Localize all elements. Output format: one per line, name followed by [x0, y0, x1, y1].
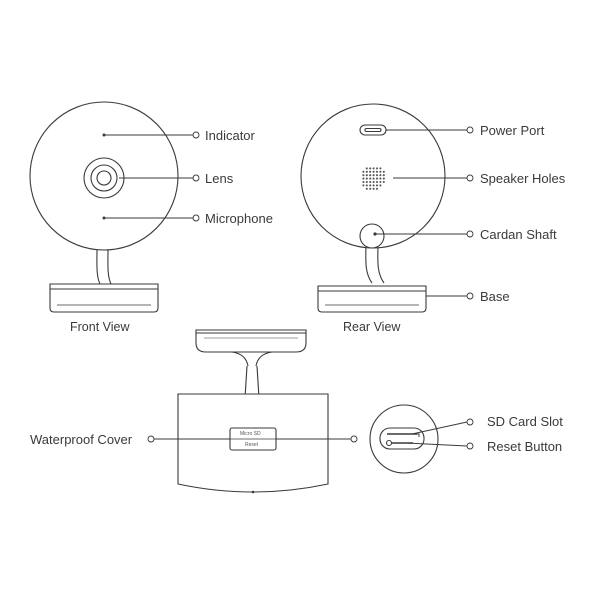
speaker-hole	[372, 174, 375, 177]
speaker-hole	[372, 170, 375, 173]
speaker-hole	[372, 167, 375, 170]
reset-button-icon	[385, 439, 393, 447]
speaker-hole	[379, 184, 382, 187]
rear-callouts	[375, 126, 474, 300]
speaker-hole	[369, 180, 372, 184]
waterproof-callout	[147, 435, 358, 443]
speaker-hole	[369, 177, 372, 180]
speaker-hole	[369, 184, 372, 187]
rear-view-caption: Rear View	[343, 320, 401, 334]
speaker-hole	[375, 170, 379, 173]
speaker-hole	[365, 180, 368, 184]
speaker-hole	[369, 174, 372, 177]
microphone-label: Microphone	[205, 211, 273, 226]
speaker-hole	[369, 170, 372, 173]
speaker-hole	[362, 184, 365, 187]
speaker-hole	[375, 174, 379, 177]
speaker-hole	[382, 174, 385, 177]
speaker-hole	[369, 187, 372, 190]
reset-button-label: Reset Button	[487, 439, 563, 454]
speaker-hole	[362, 174, 365, 177]
waterproof-cover-label: Waterproof Cover	[30, 432, 133, 447]
sd-slot-detail	[369, 404, 439, 474]
sd-card-slot-icon	[379, 427, 425, 450]
speaker-hole	[365, 187, 368, 190]
indicator-label: Indicator	[205, 128, 255, 143]
speaker-holes-icon	[362, 167, 385, 190]
speaker-hole	[362, 180, 365, 184]
speaker-hole	[379, 174, 382, 177]
cover-micro-sd-text: Micro SD	[240, 431, 261, 437]
rear-stand	[317, 241, 427, 313]
detail-callouts	[405, 418, 474, 450]
cover-reset-text: Reset	[245, 442, 259, 448]
speaker-hole	[369, 167, 372, 170]
speaker-hole	[372, 184, 375, 187]
speaker-hole	[362, 177, 365, 180]
speaker-hole	[375, 167, 379, 170]
speaker-hole	[362, 170, 365, 173]
speaker-hole	[375, 187, 379, 190]
speaker-hole	[365, 184, 368, 187]
speaker-hole	[365, 167, 368, 170]
speaker-hole	[379, 167, 382, 170]
power-port-icon	[359, 124, 387, 136]
speaker-hole	[379, 170, 382, 173]
cardan-shaft-label: Cardan Shaft	[480, 227, 557, 242]
lens-label: Lens	[205, 171, 234, 186]
speaker-hole	[379, 177, 382, 180]
speaker-hole	[365, 177, 368, 180]
bottom-view-base	[195, 329, 307, 353]
speaker-holes-label: Speaker Holes	[480, 171, 566, 186]
front-view-camera	[29, 101, 179, 313]
speaker-hole	[372, 180, 375, 184]
speaker-hole	[375, 177, 379, 180]
speaker-hole	[382, 170, 385, 173]
speaker-hole	[382, 180, 385, 184]
speaker-hole	[382, 177, 385, 180]
speaker-hole	[375, 180, 379, 184]
sd-card-slot-label: SD Card Slot	[487, 414, 563, 429]
front-callouts	[104, 131, 200, 222]
base-label: Base	[480, 289, 510, 304]
speaker-hole	[372, 177, 375, 180]
cardan-shaft-icon	[359, 223, 385, 249]
speaker-hole	[372, 187, 375, 190]
speaker-hole	[365, 170, 368, 173]
rear-view-camera	[300, 103, 446, 313]
speaker-hole	[365, 174, 368, 177]
front-stand	[49, 248, 159, 313]
front-view-caption: Front View	[70, 320, 130, 334]
speaker-hole	[375, 184, 379, 187]
power-port-label: Power Port	[480, 123, 545, 138]
speaker-hole	[379, 180, 382, 184]
bottom-view-camera	[177, 329, 329, 494]
